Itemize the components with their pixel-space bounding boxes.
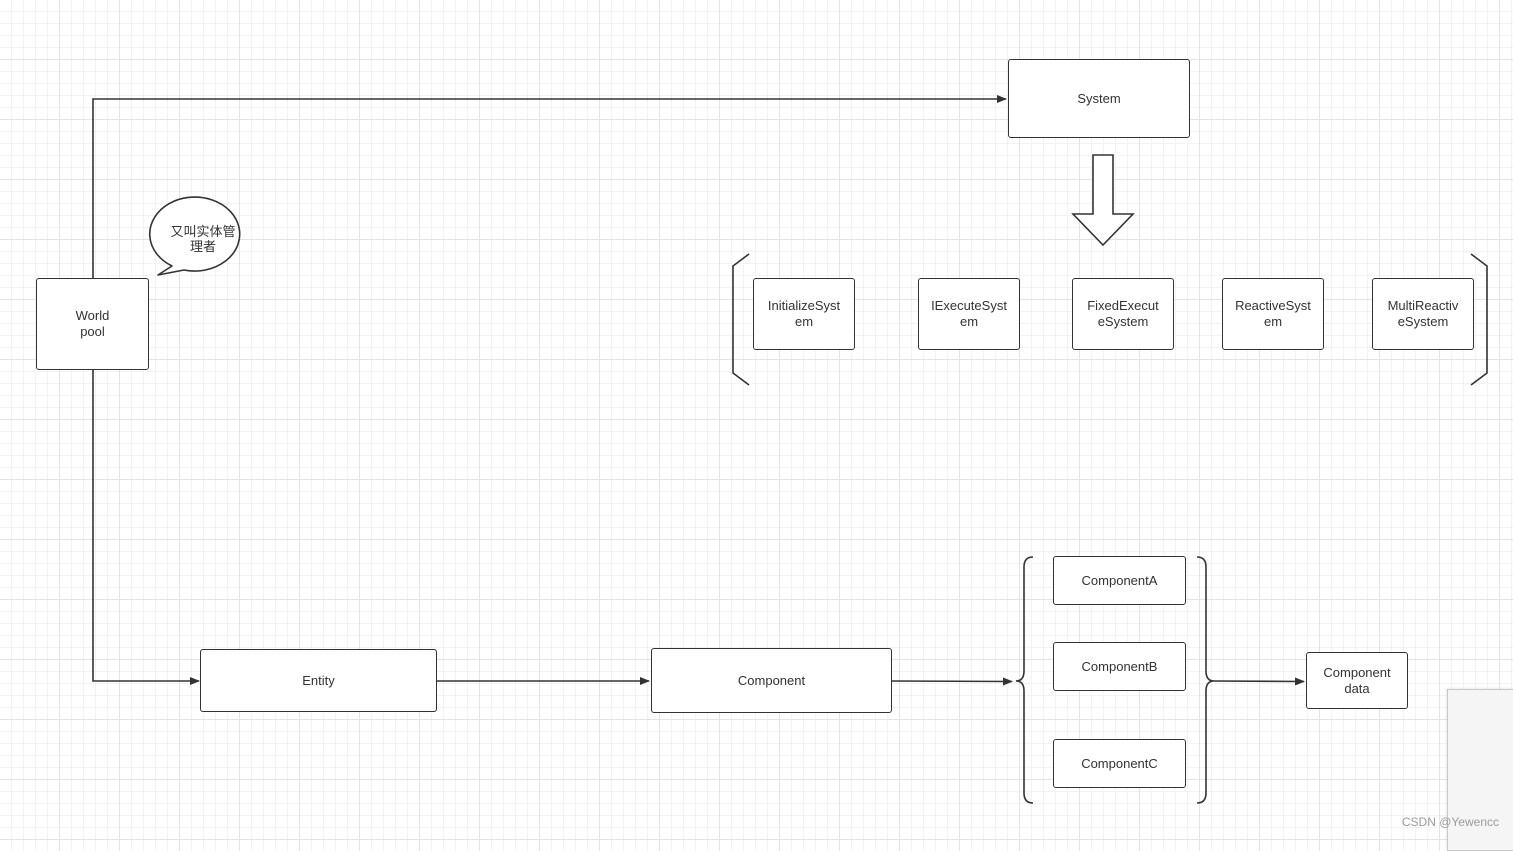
- side-panel-corner[interactable]: [1447, 689, 1513, 851]
- connector-component-to-group[interactable]: [891, 677, 1013, 686]
- watermark: CSDN @Yewencc: [1401, 815, 1499, 829]
- entity-node[interactable]: Entity: [200, 649, 437, 712]
- reactive-system-node[interactable]: ReactiveSyst em: [1222, 278, 1324, 350]
- initialize-system-node[interactable]: InitializeSyst em: [753, 278, 855, 350]
- component-node[interactable]: Component: [651, 648, 892, 713]
- left-bracket[interactable]: [732, 253, 750, 386]
- iexecute-system-node[interactable]: IExecuteSyst em: [918, 278, 1020, 350]
- callout-bubble[interactable]: [149, 196, 241, 276]
- callout-text: 又叫实体管 理者: [170, 224, 236, 254]
- fixed-execute-system-node[interactable]: FixedExecut eSystem: [1072, 278, 1174, 350]
- component-b-node[interactable]: ComponentB: [1053, 642, 1186, 691]
- component-c-node[interactable]: ComponentC: [1053, 739, 1186, 788]
- component-a-node[interactable]: ComponentA: [1053, 556, 1186, 605]
- down-arrow-shape[interactable]: [1071, 154, 1135, 247]
- multi-reactive-system-node[interactable]: MultiReactiv eSystem: [1372, 278, 1474, 350]
- connector-group-to-component-data[interactable]: [1213, 677, 1305, 686]
- connector-world-to-system[interactable]: [92, 95, 1007, 278]
- component-data-node[interactable]: Component data: [1306, 652, 1408, 709]
- left-curly-brace[interactable]: [1015, 556, 1034, 804]
- right-curly-brace[interactable]: [1196, 556, 1215, 804]
- connector-world-to-entity[interactable]: [92, 369, 200, 685]
- right-bracket[interactable]: [1470, 253, 1488, 386]
- system-node[interactable]: System: [1008, 59, 1190, 138]
- world-pool-node[interactable]: World pool: [36, 278, 149, 370]
